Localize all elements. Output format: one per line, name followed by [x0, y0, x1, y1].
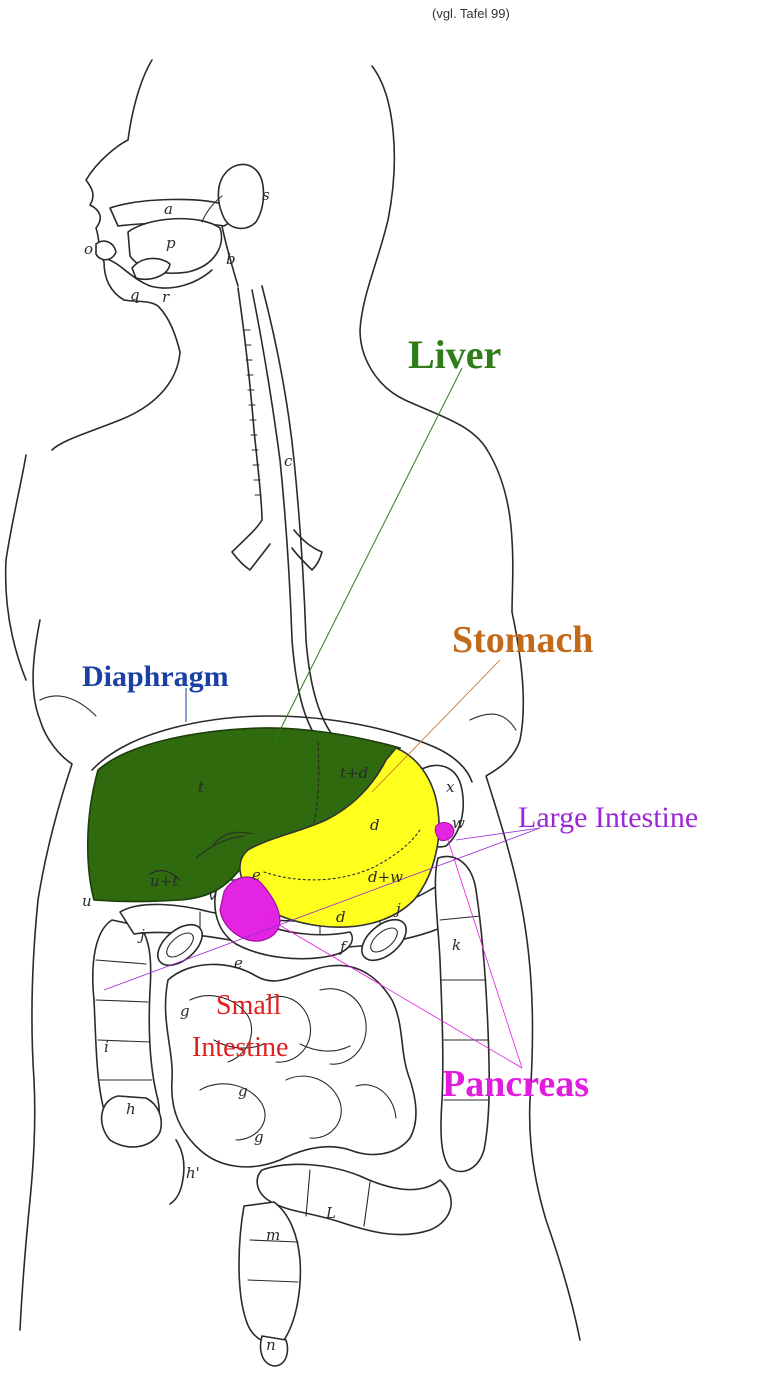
large-intestine-pointer-right — [455, 827, 541, 841]
esophagus-right-wall — [261, 285, 337, 741]
label-small-intestine-line2: Intestine — [192, 1032, 288, 1063]
trachea-rings — [243, 329, 262, 496]
neck-right — [359, 65, 487, 449]
label-diaphragm: Diaphragm — [82, 660, 229, 693]
letter-c: c — [284, 452, 293, 470]
trachea-bronchi — [231, 519, 323, 571]
large-intestine-pointer-left — [103, 827, 541, 991]
letter-i: i — [104, 1038, 109, 1056]
letter-ut: u+t — [150, 872, 179, 890]
liver-lobe-line — [311, 741, 320, 831]
jaw-line — [103, 257, 213, 289]
letter-j2: j — [393, 900, 401, 918]
letter-p: p — [166, 234, 176, 252]
body-outline — [4, 59, 581, 1341]
label-pancreas: Pancreas — [442, 1063, 589, 1105]
descending-colon — [434, 855, 490, 1173]
head-outline — [85, 59, 181, 353]
anatomical-letters: a p s b o q r c t t+d d d+w d e e x w u … — [82, 186, 465, 1354]
pancreas-tail — [434, 822, 455, 841]
torso-left-shoulder — [4, 454, 27, 681]
letter-m: m — [266, 1226, 280, 1244]
colon-cut-end-left — [157, 923, 203, 967]
letter-f: f — [339, 938, 348, 956]
label-large-intestine: Large Intestine — [518, 801, 698, 834]
letter-g1: g — [180, 1002, 190, 1020]
letter-k: k — [452, 936, 461, 954]
letter-d3: d — [336, 908, 346, 926]
trachea-left-wall — [237, 287, 263, 521]
pancreas-pointer-head — [263, 915, 523, 1069]
sublingual-gland — [131, 257, 171, 280]
neck-left — [51, 351, 181, 451]
chest-curve-right — [469, 713, 517, 731]
colon-cut-lumen-right — [370, 927, 398, 953]
pointer-lines — [103, 367, 541, 1069]
colon-cut-end-right — [361, 918, 407, 962]
stomach — [239, 747, 440, 928]
letter-u: u — [82, 892, 92, 910]
letter-x: x — [446, 778, 455, 796]
label-small-intestine-line1: Small — [216, 990, 282, 1021]
letter-n: n — [266, 1336, 276, 1354]
lower-teeth — [95, 240, 117, 261]
letter-r: r — [162, 288, 170, 306]
letter-g2: g — [238, 1082, 248, 1100]
letter-e1: e — [252, 866, 261, 884]
rectum — [238, 1201, 302, 1344]
letter-L: L — [325, 1204, 336, 1222]
small-intestine — [164, 963, 417, 1168]
letter-a: a — [164, 200, 173, 218]
plate-reference: (vgl. Tafel 99) — [432, 6, 510, 21]
esophagus-trachea — [231, 285, 337, 741]
cecum — [100, 1095, 162, 1148]
appendix — [169, 1139, 185, 1205]
pancreas — [219, 876, 281, 942]
salivary-duct — [201, 195, 223, 223]
letter-b: b — [226, 250, 236, 268]
label-stomach: Stomach — [452, 619, 593, 661]
chest-curve-left — [39, 695, 97, 717]
gallbladder-ducts — [149, 831, 253, 881]
mouth-region — [95, 163, 265, 289]
letter-s: s — [262, 186, 270, 204]
letter-h: h — [126, 1100, 136, 1118]
letter-o: o — [84, 240, 93, 258]
letter-h-prime: h' — [186, 1164, 200, 1182]
letter-w: w — [452, 814, 465, 832]
letter-d1: d — [370, 816, 380, 834]
parotid-gland — [217, 163, 265, 230]
pancreas-pointer-tail — [445, 833, 523, 1069]
organ-labels: Liver Stomach Diaphragm Large Intestine … — [82, 332, 698, 1105]
torso-left — [19, 619, 73, 1331]
letter-dw: d+w — [368, 868, 403, 886]
liver-pointer — [273, 367, 463, 743]
stomach-pointer — [371, 659, 501, 793]
diaphragm-line — [91, 715, 473, 783]
letter-t: t — [198, 778, 205, 796]
pharynx-wall — [221, 225, 239, 287]
stomach-greater-curvature-line — [263, 829, 421, 881]
letter-v: v — [208, 886, 217, 904]
torso-right-shoulder — [485, 447, 514, 613]
colon-cut-lumen-left — [166, 932, 194, 958]
letter-e2: e — [234, 954, 243, 972]
label-liver: Liver — [408, 332, 501, 377]
letter-g3: g — [254, 1128, 264, 1146]
small-intestine-loops — [164, 963, 417, 1168]
letter-td: t+d — [340, 764, 368, 782]
anal-canal — [259, 1335, 289, 1367]
torso-right — [485, 611, 581, 1341]
letter-j1: j — [137, 926, 145, 944]
letter-q: q — [130, 286, 140, 304]
small-intestine-folds — [189, 988, 397, 1141]
